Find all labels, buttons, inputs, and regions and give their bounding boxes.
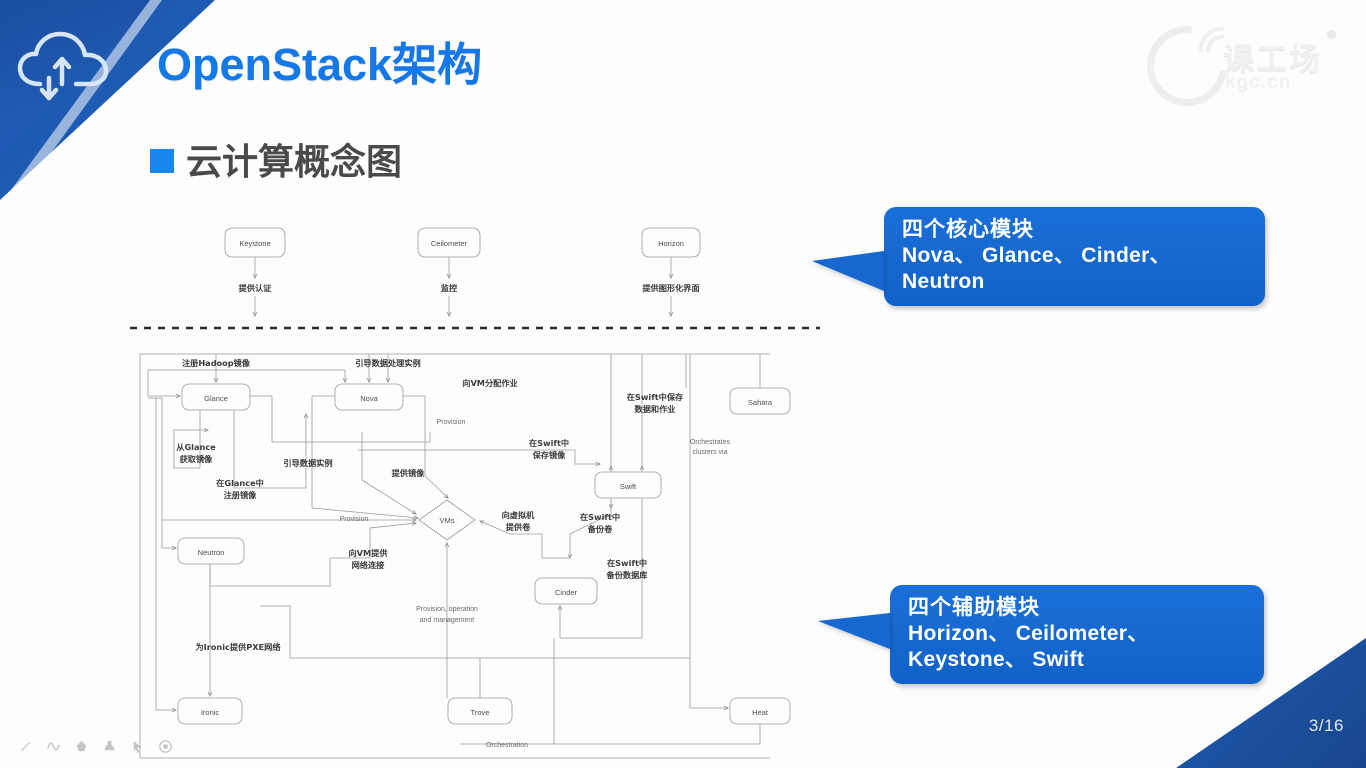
edge-label-orchestration: Orchestration — [486, 742, 528, 749]
node-cinder — [534, 577, 598, 605]
node-nova — [334, 383, 404, 411]
callout-tail — [812, 251, 884, 291]
node-label-heat: Heat — [752, 708, 769, 717]
callout-core-modules: 四个核心模块 Nova、 Glance、 Cinder、 Neutron — [812, 207, 1265, 307]
edge-label-register-in-glance2: 注册镜像 — [224, 490, 258, 500]
callout-tail — [818, 613, 890, 649]
node-label-keystone: Keystone — [239, 239, 270, 248]
node-ironic — [177, 697, 243, 725]
edge-label-swift-backup-vol2: 备份卷 — [587, 524, 613, 534]
edge-label-boot-dataproc: 引导数据处理实例 — [355, 358, 421, 368]
record-icon[interactable] — [158, 739, 173, 754]
node-glance — [181, 383, 251, 411]
page-title: OpenStack架构 — [157, 39, 483, 90]
node-label-trove: Trove — [471, 708, 490, 717]
kgc-logo: 课工场 kgc.cn — [1130, 9, 1344, 123]
edge-label-ironic-pxe: 为Ironic提供PXE网络 — [195, 642, 281, 652]
node-neutron — [177, 537, 245, 565]
edge-label-swift-save-image2: 保存镜像 — [532, 450, 567, 460]
edge-label-register-in-glance1: 在Glance中 — [216, 478, 264, 488]
callout-auxiliary-modules: 四个辅助模块 Horizon、 Ceilometer、 Keystone、 Sw… — [818, 585, 1264, 685]
edge-label-orchestrates1: Orchestrates — [690, 439, 731, 446]
edge-label-provide-volume1: 向虚拟机 — [502, 510, 536, 520]
node-label-glance: Glance — [204, 394, 228, 403]
edge-label-orchestrates2: clusters via — [692, 449, 727, 456]
node-label-neutron: Neutron — [198, 548, 225, 557]
edge-label-keystone-caption: 提供认证 — [239, 283, 273, 293]
edge-label-prov-op-mgmt1: Provision, operation — [416, 606, 478, 613]
edge-label-provide-image: 提供镜像 — [392, 468, 426, 478]
node-label-swift: Swift — [620, 482, 637, 491]
edge-label-vm-network1: 向VM提供 — [348, 548, 388, 558]
node-label-ceilometer: Ceilometer — [431, 239, 468, 248]
openstack-concept-diagram: Keystone Ceilometer Horizon Glance Nova … — [130, 218, 820, 763]
edge-label-register-hadoop: 注册Hadoop镜像 — [182, 358, 251, 368]
node-label-ironic: Ironic — [201, 708, 220, 717]
node-label-cinder: Cinder — [555, 588, 578, 597]
edge-label-swift-save-data2: 数据和作业 — [635, 404, 676, 414]
edge-label-swift-save-image1: 在Swift中 — [529, 438, 569, 448]
wave-icon[interactable] — [46, 739, 61, 754]
callout-aux-line1: 四个辅助模块 — [908, 596, 1040, 619]
node-label-nova: Nova — [360, 394, 378, 403]
cursor-icon[interactable] — [130, 739, 145, 754]
page-indicator: 3/16 — [1308, 716, 1344, 735]
bullet-square-icon — [150, 149, 174, 173]
edge-label-horizon-caption: 提供图形化界面 — [642, 283, 699, 293]
annotation-toolbar[interactable] — [18, 739, 173, 754]
edge-label-provide-volume2: 提供卷 — [506, 522, 531, 532]
edge-label-swift-backup-db1: 在Swift中 — [607, 558, 647, 568]
node-label-sahara: Sahara — [748, 398, 773, 407]
edge-label-assign-vm-job: 向VM分配作业 — [462, 378, 517, 388]
logo-registered-dot-icon — [1327, 30, 1336, 39]
edge-label-vm-network2: 网络连接 — [352, 560, 386, 570]
node-label-vms: VMs — [440, 516, 455, 525]
edge-label-provision-nova: Provision — [437, 419, 466, 426]
edge-label-fetch-from-glance2: 获取镜像 — [179, 454, 214, 464]
edge-label-swift-save-data1: 在Swift中保存 — [627, 392, 684, 402]
edge-label-prov-op-mgmt2: and management — [420, 617, 475, 624]
logo-brand-domain: kgc.cn — [1225, 72, 1292, 93]
section-heading: 云计算概念图 — [150, 133, 402, 185]
edge-label-ceilometer-caption: 监控 — [441, 283, 458, 293]
edge-label-swift-backup-db2: 备份数据库 — [606, 570, 648, 580]
shape-icon[interactable] — [74, 739, 89, 754]
edge-label-fetch-from-glance1: 从Glance — [176, 442, 216, 452]
cloud-icon — [17, 31, 109, 101]
stamp-icon[interactable] — [102, 739, 117, 754]
pen-icon[interactable] — [18, 739, 33, 754]
callout-core-line2: Nova、 Glance、 Cinder、 Neutron — [902, 244, 1171, 293]
edge-label-boot-data-instance: 引导数据实例 — [283, 458, 332, 468]
node-vms — [418, 499, 476, 541]
callout-aux-line2: Horizon、 Ceilometer、 Keystone、 Swift — [908, 622, 1149, 671]
callout-core-line1: 四个核心模块 — [902, 218, 1034, 241]
node-swift — [594, 471, 662, 499]
section-heading-label: 云计算概念图 — [186, 141, 403, 182]
node-label-horizon: Horizon — [658, 239, 684, 248]
logo-brand-cn: 课工场 — [1223, 42, 1322, 77]
edge-label-provision-rail: Provision — [340, 516, 369, 523]
logo-wifi-wave-icon — [1199, 27, 1224, 53]
edge-label-swift-backup-vol1: 在Swift中 — [580, 512, 620, 522]
